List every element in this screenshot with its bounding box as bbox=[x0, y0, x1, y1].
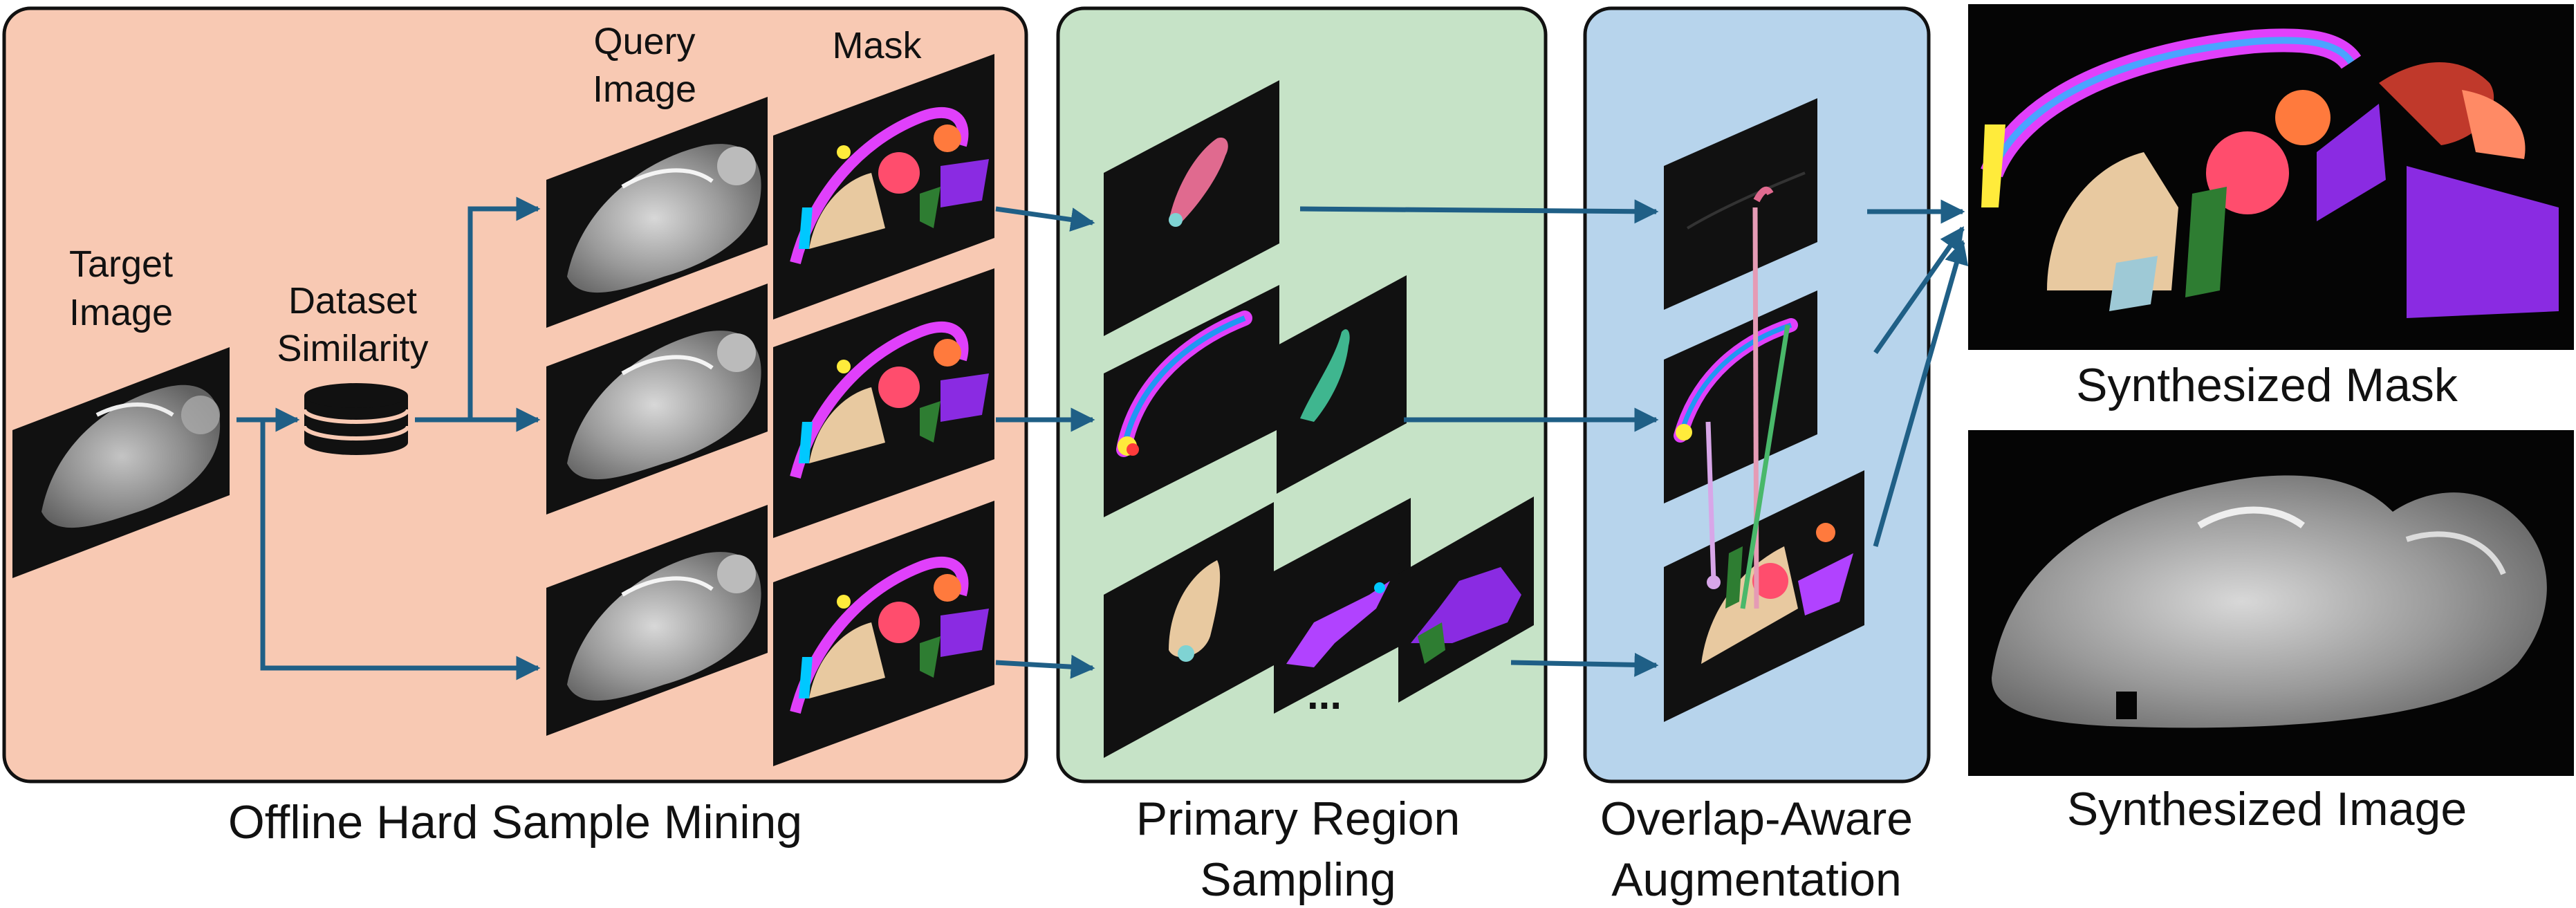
sampled-region-row2-a bbox=[1104, 285, 1279, 517]
synthesized-mask-label: Synthesized Mask bbox=[2076, 359, 2458, 411]
query-image-2 bbox=[546, 284, 768, 515]
sampling-panel-title-line1: Primary Region bbox=[1136, 793, 1461, 845]
augmentation-panel-title-line1: Overlap-Aware bbox=[1600, 793, 1913, 845]
overlap-link-green bbox=[1740, 324, 1790, 609]
dataset-similarity-label-line1: Dataset bbox=[288, 280, 417, 322]
synthesized-image-label: Synthesized Image bbox=[2067, 783, 2467, 835]
mask-column-label: Mask bbox=[832, 25, 922, 66]
arrow-target-to-query-3 bbox=[260, 420, 541, 680]
sampled-region-row1 bbox=[1104, 80, 1279, 336]
flow-arrows bbox=[237, 196, 1969, 680]
mask-thumbnail-2 bbox=[773, 268, 994, 538]
mask-thumbnail-1 bbox=[773, 54, 994, 319]
mask-thumbnail-3 bbox=[773, 501, 994, 766]
dataset-similarity-label-line2: Similarity bbox=[277, 328, 428, 369]
arrow-sampling-to-augmentation-1 bbox=[1299, 199, 1659, 224]
query-image-label-line2: Image bbox=[593, 68, 696, 110]
query-image-3 bbox=[546, 505, 768, 736]
sampling-panel-title-line2: Sampling bbox=[1200, 853, 1396, 906]
augmented-sample-1 bbox=[1664, 98, 1817, 310]
query-image-1 bbox=[546, 97, 768, 328]
target-image-label-line2: Image bbox=[69, 292, 173, 333]
arrow-database-to-query-1 bbox=[415, 196, 541, 423]
arrow-mining-to-sampling-1 bbox=[995, 206, 1095, 232]
overlap-link-pink bbox=[1752, 207, 1759, 609]
augmentation-panel-title-line2: Augmentation bbox=[1611, 853, 1902, 906]
sampled-region-row3-c bbox=[1398, 497, 1534, 703]
mining-panel-title: Offline Hard Sample Mining bbox=[228, 796, 802, 849]
augmented-sample-2 bbox=[1664, 290, 1817, 503]
target-image-thumbnail bbox=[12, 347, 230, 578]
synthesized-mask-thumbnail bbox=[1968, 4, 2574, 350]
arrow-augmentation-to-output-3 bbox=[1873, 239, 1969, 547]
synthesized-image-thumbnail bbox=[1968, 430, 2574, 776]
mining-panel bbox=[2, 6, 1028, 784]
sampled-region-row3-b bbox=[1274, 498, 1411, 714]
overlap-link-violet-end bbox=[1707, 575, 1721, 589]
sampled-region-row3-a bbox=[1104, 502, 1274, 758]
database-icon bbox=[302, 383, 410, 455]
sampled-region-row2-b bbox=[1277, 275, 1407, 494]
augmented-sample-3 bbox=[1664, 470, 1864, 722]
arrow-mining-to-sampling-3 bbox=[995, 654, 1095, 679]
overlap-link-violet bbox=[1705, 421, 1716, 582]
target-image-label-line1: Target bbox=[69, 243, 173, 285]
query-image-label-line1: Query bbox=[593, 21, 695, 62]
arrow-sampling-to-augmentation-3 bbox=[1510, 652, 1659, 677]
